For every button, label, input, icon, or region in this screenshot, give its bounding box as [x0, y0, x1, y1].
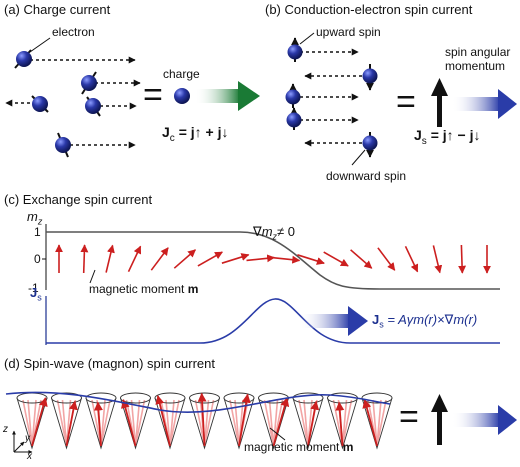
upward-pointer	[299, 32, 315, 45]
precessing-moment-arrow	[307, 400, 320, 447]
panel-a-title: (a) Charge current	[4, 2, 111, 17]
electron-2	[81, 71, 141, 95]
green-arrow	[195, 81, 260, 111]
precession-cone	[85, 392, 117, 450]
magnetic-moment-arrow	[271, 255, 301, 264]
js-axis-label: Js	[30, 285, 42, 303]
magnetic-moment-arrow	[246, 254, 276, 263]
cone-group	[16, 392, 393, 450]
magnetic-moment-arrow	[127, 245, 142, 273]
precession-cone	[154, 392, 186, 450]
tick-0: 0	[34, 252, 41, 266]
axis-x-label: x	[27, 451, 32, 462]
blue-arrow-d	[452, 405, 517, 435]
spin-angular-label-1: spin angular	[445, 45, 511, 59]
magnetic-moment-arrow	[404, 245, 419, 273]
panel-c	[42, 224, 500, 345]
electron-3	[5, 95, 49, 113]
upward-spin-label: upward spin	[316, 25, 381, 39]
panel-b	[285, 32, 517, 166]
precessing-moment-arrow	[362, 399, 378, 447]
precession-cone	[16, 392, 48, 450]
precession-cone	[327, 392, 358, 450]
equals-a: =	[143, 76, 163, 114]
magnetic-moment-arrow	[323, 251, 349, 267]
mz-curve	[46, 231, 500, 290]
equation-c: Js = Aγm(r)×∇m(r)	[372, 312, 478, 330]
magnetic-moment-arrow	[105, 244, 115, 273]
tick-minus-1: -1	[28, 281, 39, 295]
electron-pointer	[29, 37, 51, 53]
precessing-moment-arrow	[272, 397, 290, 447]
magnetic-moment-arrow	[458, 244, 467, 274]
magnetic-moment-arrow	[80, 244, 89, 274]
up-spin-2	[285, 83, 359, 108]
axis-z-label: z	[3, 424, 8, 435]
magnetic-moment-label-d: magnetic moment m	[244, 440, 354, 454]
precession-cone	[51, 392, 82, 450]
equals-b: =	[396, 83, 416, 121]
mz-axis-label: mz	[27, 209, 43, 227]
precessing-moment-arrow	[31, 397, 48, 447]
equals-d: =	[399, 398, 419, 436]
precessing-moment-arrow	[65, 400, 78, 447]
magnetic-moment-arrow	[432, 245, 443, 274]
xyz-axes	[12, 430, 33, 454]
magnetic-moment-arrow	[150, 247, 169, 271]
magnetic-moment-arrow	[297, 254, 325, 265]
precession-cone	[120, 392, 151, 450]
up-spin-1	[287, 37, 359, 62]
charge-label: charge	[163, 67, 200, 81]
magnetic-moment-arrow	[221, 253, 250, 264]
js-curve	[46, 298, 500, 344]
spin-wave-curve	[5, 391, 391, 413]
tick-1: 1	[34, 225, 41, 239]
precessing-moment-arrow	[121, 399, 137, 447]
blue-arrow-c	[300, 306, 368, 336]
panel-a	[5, 37, 260, 158]
axis-y-label: y	[25, 433, 30, 444]
precession-cone	[292, 392, 324, 450]
magnetic-moment-arrow	[350, 249, 373, 269]
precessing-moment-arrow	[93, 401, 103, 447]
precessing-moment-arrow	[197, 392, 207, 447]
precession-cone	[361, 392, 393, 450]
charge-sphere	[174, 88, 190, 104]
red-arrow-group	[55, 244, 491, 274]
moment-arrow-d	[431, 394, 448, 445]
magnetic-moment-arrow	[197, 251, 223, 267]
panel-d	[5, 391, 517, 454]
equation-a: Jc = j↑ + j↓	[162, 124, 229, 144]
electron-label: electron	[52, 25, 95, 39]
spin-momentum-arrow	[431, 78, 448, 127]
precession-cone	[189, 392, 220, 450]
panel-d-title: (d) Spin-wave (magnon) spin current	[4, 356, 215, 371]
precession-cone	[258, 392, 290, 450]
blue-arrow-b	[452, 89, 517, 119]
gradient-label: ∇mz≠ 0	[253, 224, 296, 242]
precessing-moment-arrow	[155, 395, 171, 447]
downward-spin-label: downward spin	[326, 169, 407, 183]
down-spin-1	[304, 64, 378, 91]
magnetic-moment-arrow	[377, 247, 396, 271]
equation-b: Js = j↑ − j↓	[414, 127, 481, 147]
magnetic-moment-arrow	[173, 249, 197, 269]
magnetic-moment-label-c: magnetic moment m	[89, 282, 199, 296]
precessing-moment-arrow	[335, 401, 345, 447]
electron-5	[55, 132, 136, 158]
up-spin-3	[286, 107, 359, 130]
down-spin-2	[304, 132, 378, 158]
panel-b-title: (b) Conduction-electron spin current	[265, 2, 473, 17]
spin-angular-label-2: momentum	[445, 59, 506, 73]
precessing-moment-arrow	[238, 393, 251, 447]
electron-4	[85, 96, 137, 117]
panel-c-title: (c) Exchange spin current	[4, 192, 153, 207]
downward-pointer	[351, 149, 366, 166]
electron-1	[14, 49, 136, 69]
